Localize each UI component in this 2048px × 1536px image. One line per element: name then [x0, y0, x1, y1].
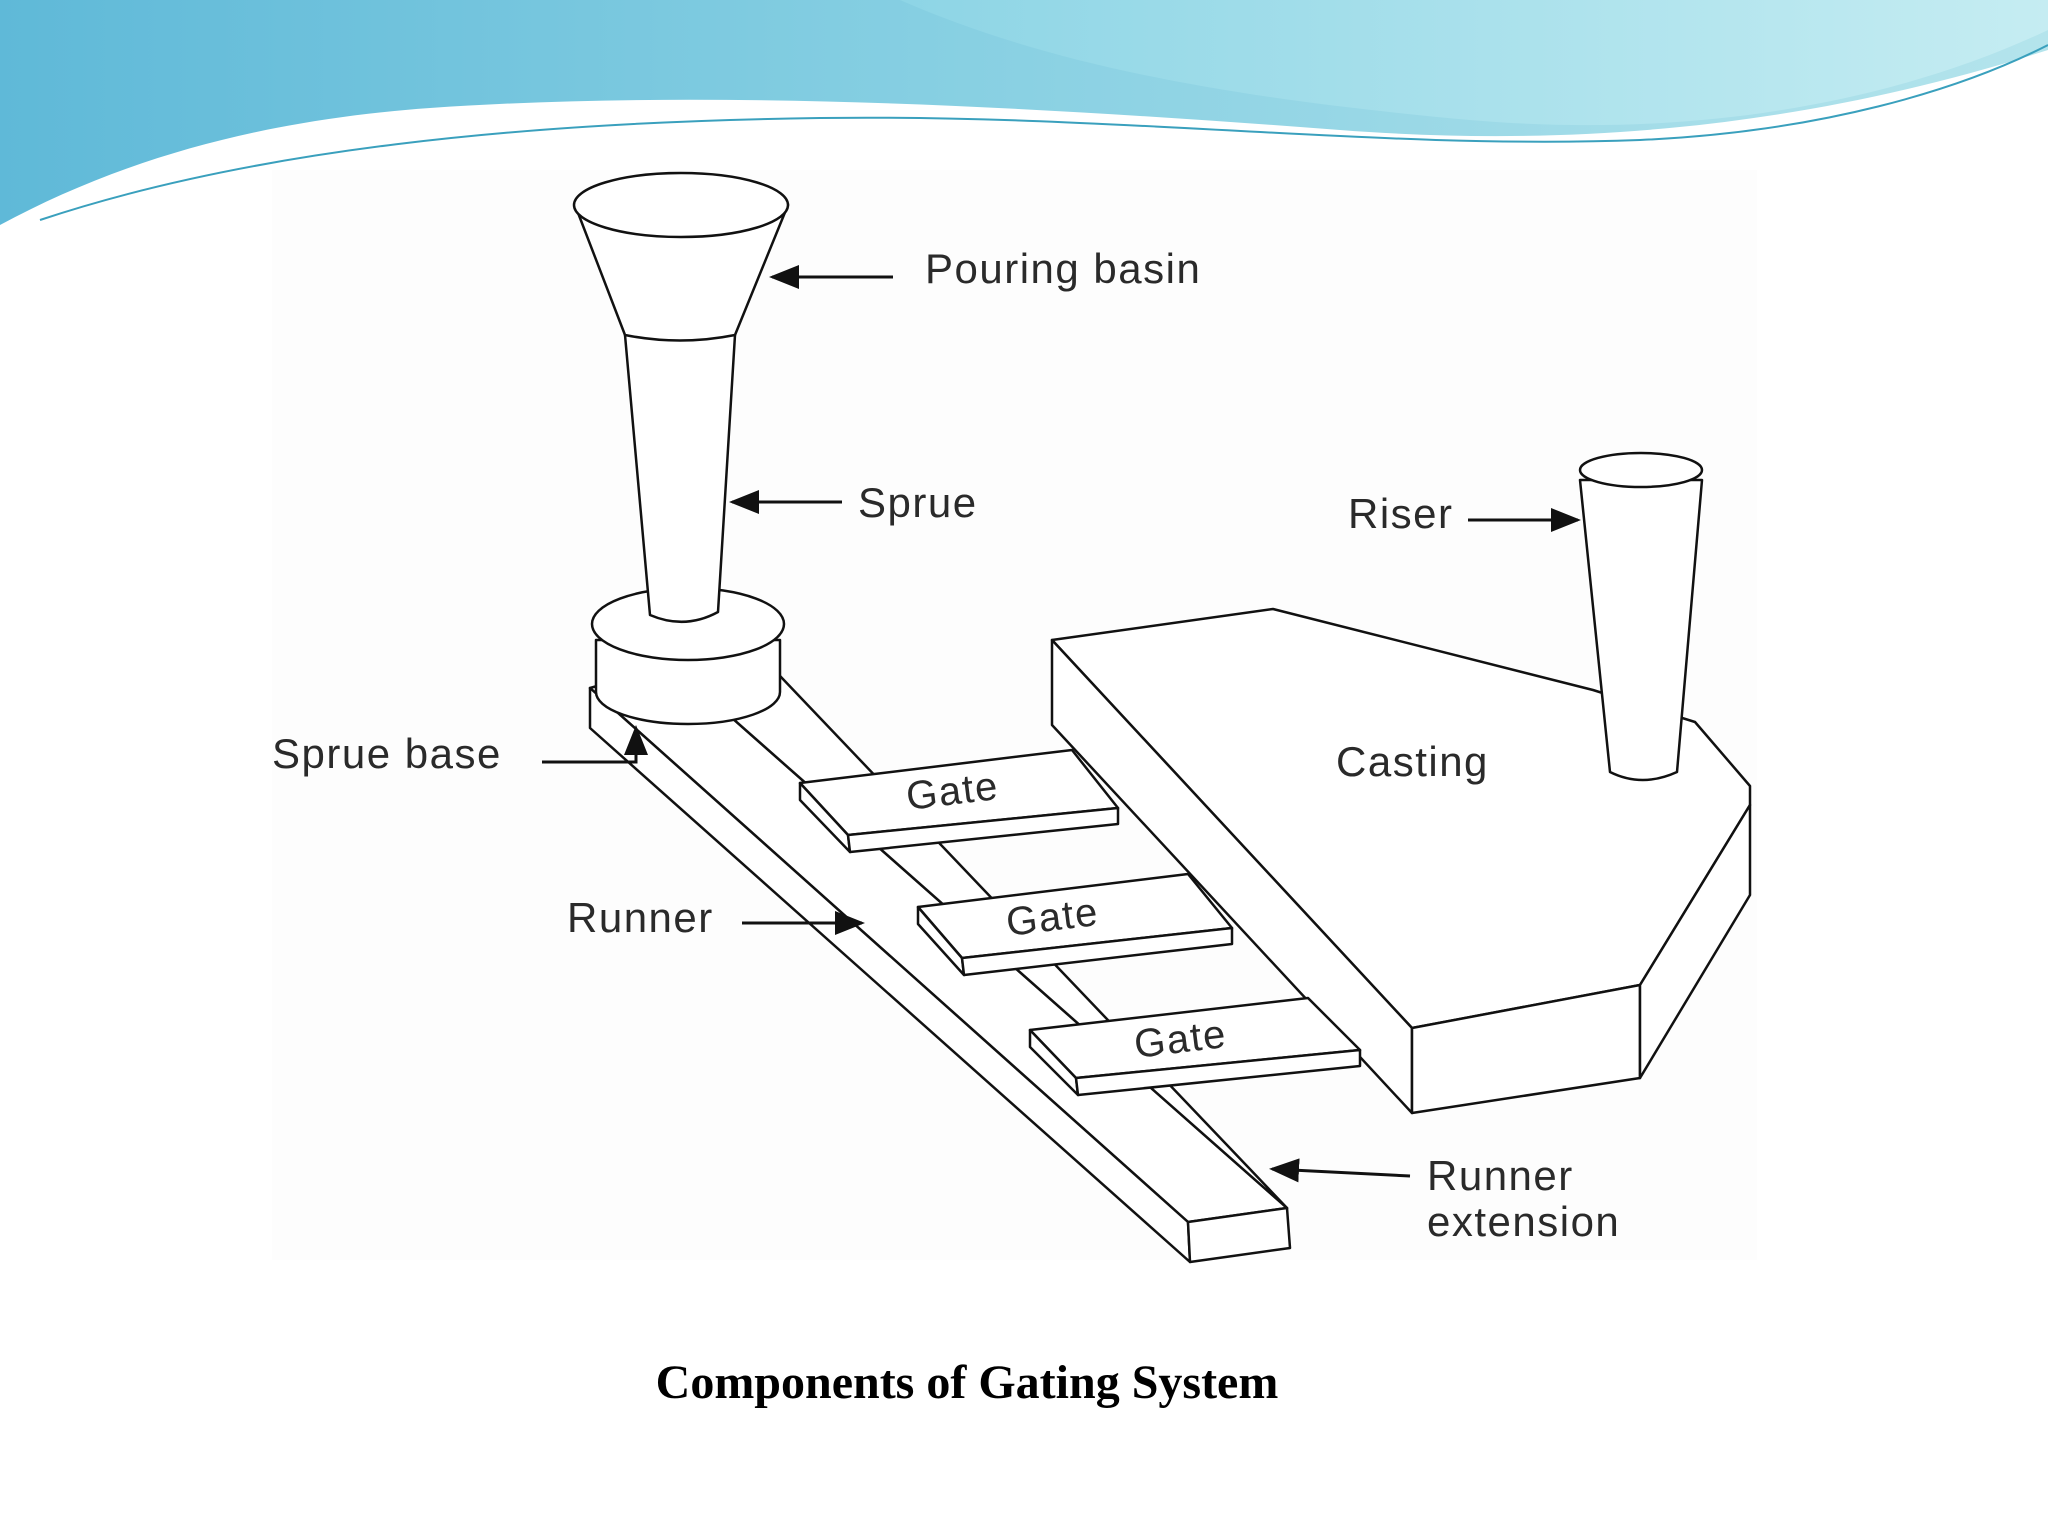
gate-2 — [916, 872, 1234, 977]
label-pouring-basin: Pouring basin — [925, 245, 1201, 292]
label-casting: Casting — [1336, 738, 1489, 785]
pouring-basin — [572, 171, 790, 342]
label-sprue-base: Sprue base — [272, 730, 502, 777]
sprue-base — [590, 586, 786, 726]
slide-caption: Components of Gating System — [655, 1356, 1279, 1409]
runner-extension-arrow — [1269, 1158, 1411, 1183]
label-sprue: Sprue — [858, 479, 978, 526]
slide-header-wave — [0, 0, 2048, 240]
label-runner-extension-line2: extension — [1427, 1198, 1620, 1245]
gate-1 — [798, 748, 1120, 854]
casting-block — [1050, 607, 1752, 1115]
gate-3 — [1028, 996, 1362, 1097]
sprue — [623, 333, 737, 624]
sprue-base-arrow — [542, 725, 648, 764]
label-runner-extension-line1: Runner — [1427, 1152, 1574, 1199]
header-wave-line — [39, 44, 2048, 221]
label-runner: Runner — [567, 894, 714, 941]
header-wave-highlight — [900, 0, 2048, 126]
label-riser: Riser — [1348, 490, 1454, 537]
riser — [1578, 451, 1704, 782]
